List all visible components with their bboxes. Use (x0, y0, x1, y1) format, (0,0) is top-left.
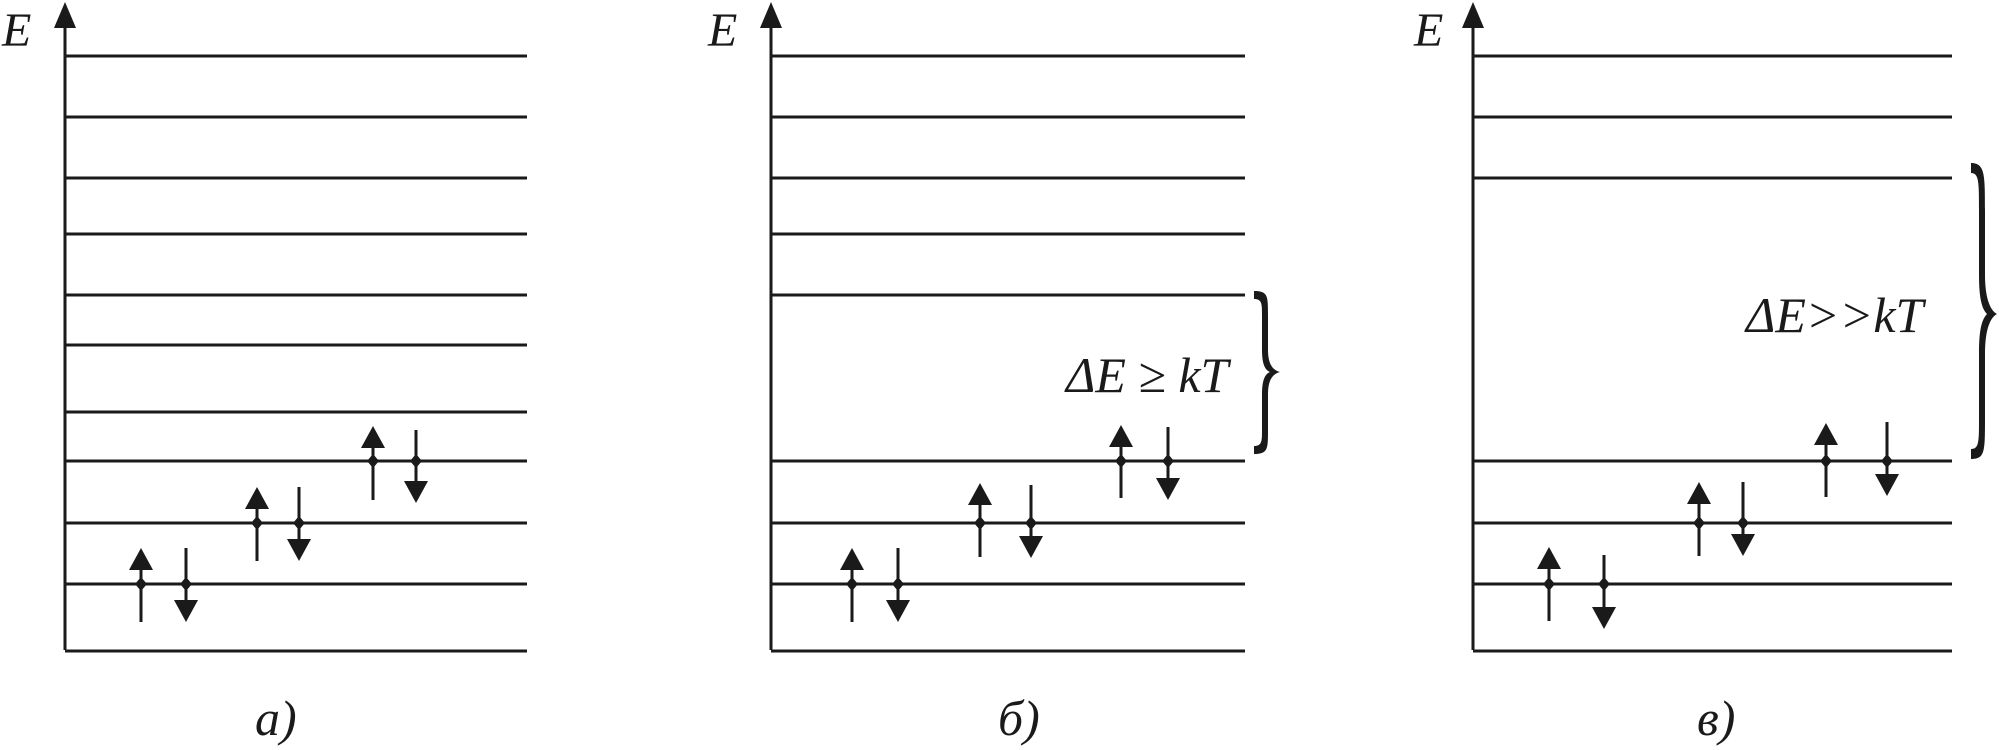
electron-dot-icon (974, 516, 986, 530)
electron-dot-icon (135, 577, 147, 591)
electron-dot-icon (293, 516, 305, 530)
electron-dot-icon (846, 577, 858, 591)
spin-up-arrow-icon (1537, 547, 1561, 569)
electron-dot-icon (180, 577, 192, 591)
axis-arrow-icon (1462, 2, 1484, 28)
energy-levels (1473, 54, 1952, 653)
spin-down-arrow-icon (404, 481, 428, 503)
spin-up-arrow-icon (1814, 423, 1838, 445)
spin-down-arrow-icon (1156, 478, 1180, 500)
electron-pair (968, 483, 1043, 558)
spin-down-arrow-icon (174, 600, 198, 622)
electron-pair (1109, 425, 1180, 500)
electron-dot-icon (1162, 454, 1174, 468)
gap-brace-icon (1971, 163, 1997, 459)
spin-down-arrow-icon (287, 539, 311, 561)
spin-up-arrow-icon (245, 487, 269, 509)
axis-label: E (1, 4, 31, 57)
panel-caption: б) (998, 690, 1040, 746)
electron-dot-icon (892, 577, 904, 591)
electron-pair (129, 548, 198, 622)
spin-up-arrow-icon (840, 548, 864, 570)
spin-up-arrow-icon (1687, 482, 1711, 504)
electron-pair (1537, 547, 1616, 629)
energy-gap-label: ΔE ≥ kT (1064, 347, 1232, 403)
spin-up-arrow-icon (361, 426, 385, 448)
panel-b: E (707, 2, 1280, 746)
electron-dot-icon (1543, 577, 1555, 591)
electron-dot-icon (1820, 454, 1832, 468)
electron-pair (245, 487, 311, 561)
axis-label: E (707, 4, 737, 57)
spin-down-arrow-icon (1731, 534, 1755, 556)
spin-down-arrow-icon (1592, 607, 1616, 629)
energy-gap-label: ΔE>>kT (1744, 287, 1927, 343)
gap-brace-icon (1254, 291, 1280, 454)
electron-dot-icon (1693, 516, 1705, 530)
electron-dot-icon (367, 454, 379, 468)
axis-arrow-icon (760, 2, 782, 28)
electron-dot-icon (251, 516, 263, 530)
electron-pair (1814, 422, 1899, 497)
electron-dot-icon (1025, 516, 1037, 530)
electron-dot-icon (1598, 577, 1610, 591)
spin-down-arrow-icon (1875, 474, 1899, 496)
electron-dot-icon (1115, 454, 1127, 468)
energy-levels (771, 54, 1245, 653)
electron-pair (840, 548, 910, 622)
spin-down-arrow-icon (886, 600, 910, 622)
electron-pair (361, 426, 428, 503)
panel-caption: в) (1697, 690, 1735, 746)
panel-a: E (1, 2, 527, 746)
axis-arrow-icon (54, 2, 76, 28)
spin-up-arrow-icon (968, 483, 992, 505)
panel-v: E (1413, 2, 1997, 746)
electron-dot-icon (1881, 454, 1893, 468)
spin-up-arrow-icon (129, 548, 153, 570)
spin-up-arrow-icon (1109, 425, 1133, 447)
spin-down-arrow-icon (1019, 536, 1043, 558)
panel-caption: а) (255, 690, 297, 746)
electron-dot-icon (410, 454, 422, 468)
electron-pair (1687, 482, 1755, 556)
axis-label: E (1413, 4, 1443, 57)
electron-dot-icon (1737, 516, 1749, 530)
